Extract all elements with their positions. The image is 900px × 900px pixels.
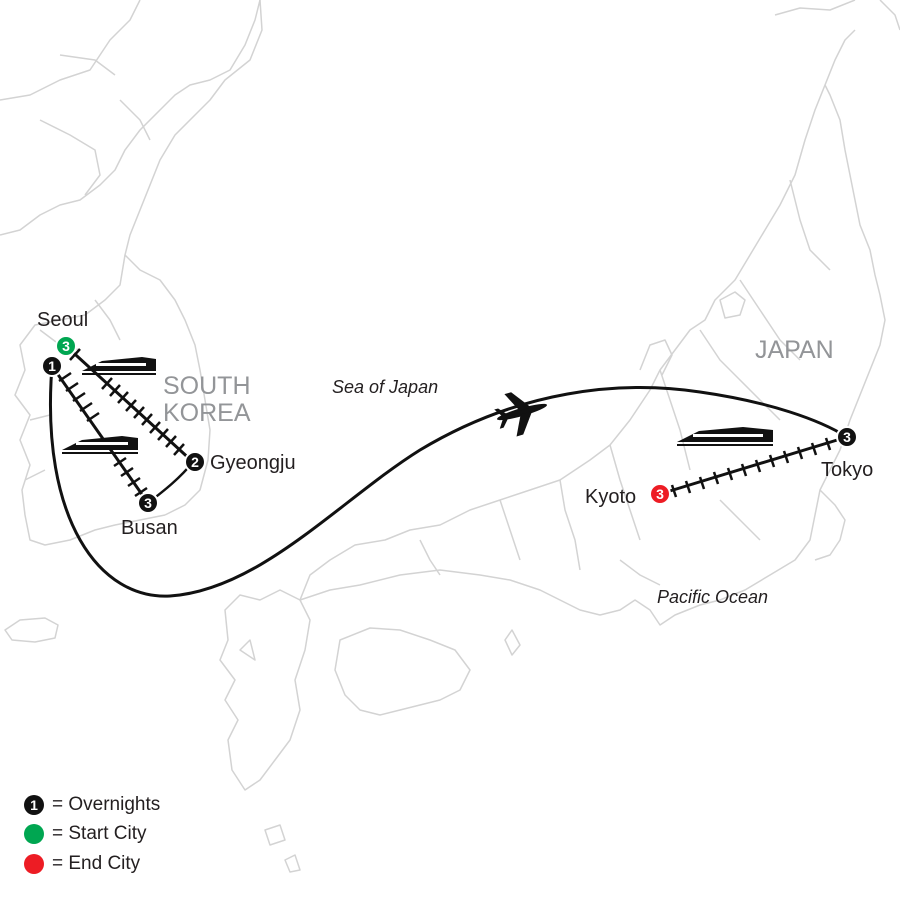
svg-text:3: 3 [843, 429, 851, 445]
legend-row-end: = End City [24, 852, 140, 876]
svg-text:2: 2 [191, 454, 199, 470]
rail-ties [58, 348, 832, 498]
korea-west-coast [14, 254, 166, 546]
rail-tokyo-kyoto [659, 435, 848, 496]
svg-text:3: 3 [144, 495, 152, 511]
kyushu [219, 589, 311, 791]
svg-text:1: 1 [48, 358, 56, 374]
ties-tokyo-kyoto [670, 437, 832, 498]
hokkaido [774, 0, 900, 31]
end-city-marker-icon [24, 854, 44, 874]
svg-text:3: 3 [62, 338, 70, 354]
legend-row-overnights: 1 = Overnights [24, 793, 160, 817]
prefecture-borders [419, 179, 831, 586]
city-label-tokyo: Tokyo [821, 459, 874, 481]
water-label-sea-of-japan: Sea of Japan [332, 377, 439, 397]
marker-kyoto-end: 3 [649, 483, 671, 505]
marker-gyeongju: 2 [184, 451, 206, 473]
country-label-japan: JAPAN [755, 336, 834, 364]
country-label-south-korea: SOUTH KOREA [163, 372, 251, 427]
start-city-marker-icon [24, 824, 44, 844]
legend-row-start: = Start City [24, 822, 147, 846]
train-icon [82, 357, 156, 375]
rail-seoul-gyeongju [64, 344, 195, 464]
city-label-kyoto: Kyoto [585, 486, 637, 508]
city-label-gyeongju: Gyeongju [210, 452, 296, 474]
land-outlines [0, 0, 900, 873]
noto-peninsula [639, 339, 673, 376]
marker-busan: 3 [137, 492, 159, 514]
mainland-coast [0, 0, 141, 101]
honshu-east [824, 84, 886, 421]
water-label-pacific: Pacific Ocean [657, 587, 769, 607]
jeju-island [4, 617, 59, 643]
kyushu-islands [239, 639, 301, 873]
awaji-island [504, 629, 521, 656]
china-border [0, 0, 261, 236]
city-label-busan: Busan [121, 517, 178, 539]
flight-route [49, 365, 848, 598]
marker-seoul-start: 3 [55, 335, 77, 357]
honshu-north [299, 29, 856, 601]
north-korea-detail [39, 54, 151, 196]
city-label-seoul: Seoul [37, 309, 89, 331]
kanto-coast [814, 489, 846, 561]
svg-text:3: 3 [656, 486, 664, 502]
sado-island [719, 291, 746, 319]
legend-label-overnights: = Overnights [52, 794, 161, 815]
marker-tokyo: 3 [836, 426, 858, 448]
overnight-marker-icon: 1 [24, 795, 44, 815]
train-icon [62, 436, 138, 454]
korea-east-coast [124, 0, 263, 516]
legend-label-start: = Start City [52, 823, 147, 844]
shikoku [334, 627, 471, 716]
marker-seoul-overnight: 1 [41, 355, 63, 377]
ties-seoul-gyeongju [69, 348, 185, 456]
ties-seoul-busan [58, 371, 148, 498]
legend-label-end: = End City [52, 853, 141, 874]
train-icon [677, 427, 773, 446]
honshu-south [299, 419, 851, 626]
plane-icon [494, 392, 548, 437]
